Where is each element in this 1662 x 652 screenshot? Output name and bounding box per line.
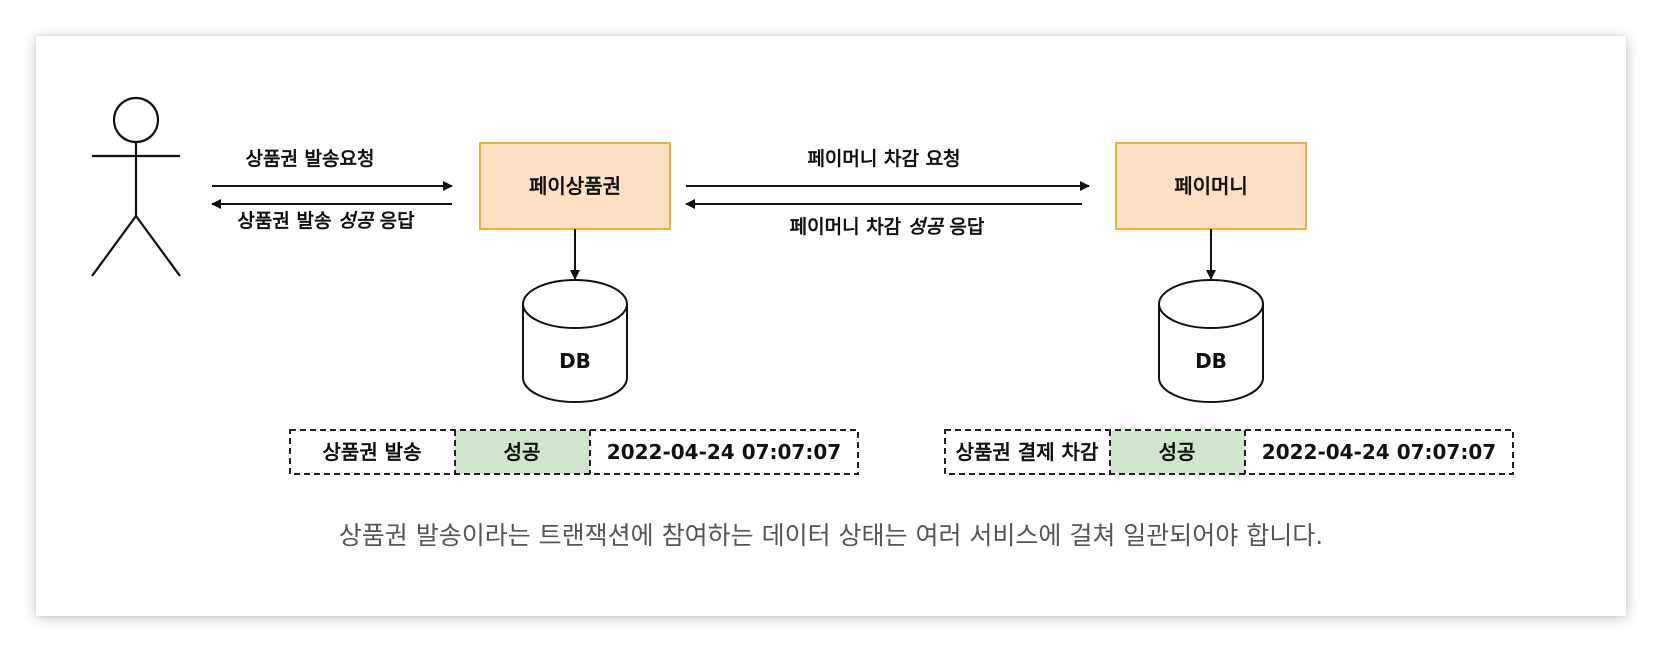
money-request-label: 페이머니 차감 요청 — [807, 148, 960, 170]
right-database-icon — [1158, 279, 1264, 403]
left-record-action: 상품권 발송 — [323, 440, 422, 464]
pay-gift-service-box — [479, 142, 671, 230]
pay-gift-service-label: 페이상품권 — [529, 174, 621, 198]
gift-response-label: 상품권 발송 성공 응답 — [237, 210, 415, 232]
pay-money-service-label: 페이머니 — [1174, 174, 1248, 198]
user-actor-icon — [91, 96, 181, 277]
left-database-icon — [522, 279, 628, 403]
left-record-timestamp: 2022-04-24 07:07:07 — [607, 440, 841, 464]
right-db-label: DB — [1195, 349, 1227, 373]
right-record-action: 상품권 결제 차감 — [956, 440, 1099, 464]
left-record-status: 성공 — [504, 440, 541, 464]
figure-caption: 상품권 발송이라는 트랜잭션에 참여하는 데이터 상태는 여러 서비스에 걸쳐 … — [338, 521, 1324, 550]
money-response-label: 페이머니 차감 성공 응답 — [790, 216, 985, 238]
transaction-diagram: 상품권 발송요청 상품권 발송 성공 응답 페이상품권 페이머니 차감 요청 페… — [91, 96, 1514, 475]
left-db-label: DB — [559, 349, 591, 373]
right-record-status: 성공 — [1159, 440, 1196, 464]
left-record-row: 상품권 발송 성공 2022-04-24 07:07:07 — [289, 429, 859, 475]
pay-money-service-box — [1115, 142, 1307, 230]
figure-card: 상품권 발송요청 상품권 발송 성공 응답 페이상품권 페이머니 차감 요청 페… — [36, 36, 1626, 616]
right-record-row: 상품권 결제 차감 성공 2022-04-24 07:07:07 — [944, 429, 1514, 475]
right-record-timestamp: 2022-04-24 07:07:07 — [1262, 440, 1496, 464]
gift-request-label: 상품권 발송요청 — [246, 148, 375, 170]
